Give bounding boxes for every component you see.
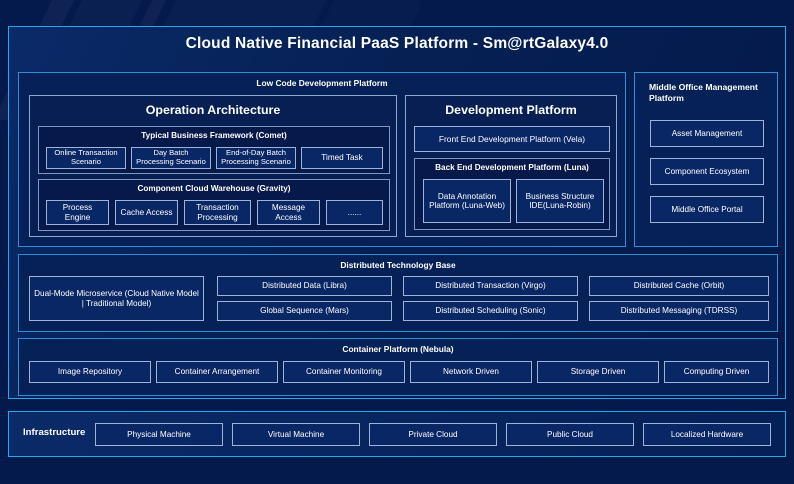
luna-title: Back End Development Platform (Luna) — [435, 163, 589, 172]
chip-dual-mode-microservice[interactable]: Dual-Mode Microservice (Cloud Native Mod… — [29, 276, 204, 321]
chip-physical-machine[interactable]: Physical Machine — [95, 423, 223, 446]
container-platform-title: Container Platform (Nebula) — [342, 344, 454, 354]
chip-computing-driven[interactable]: Computing Driven — [664, 361, 769, 383]
chip-container-arrangement[interactable]: Container Arrangement — [156, 361, 278, 383]
infrastructure-label: Infrastructure — [23, 427, 86, 438]
subpanel-development-platform[interactable]: Development Platform Front End Developme… — [405, 95, 617, 237]
chip-end-of-day-batch-processing-scenario[interactable]: End-of-Day Batch Processing Scenario — [216, 147, 296, 169]
panel-low-code-development-platform[interactable]: Low Code Development Platform Operation … — [18, 72, 626, 247]
chip-cache-access[interactable]: Cache Access — [115, 200, 178, 225]
chip-process-engine[interactable]: Process Engine — [46, 200, 109, 225]
distributed-technology-base-title: Distributed Technology Base — [340, 260, 456, 270]
chip-distributed-messaging[interactable]: Distributed Messaging (TDRSS) — [589, 301, 769, 321]
chip-timed-task[interactable]: Timed Task — [301, 147, 383, 169]
panel-middle-office-management-platform[interactable]: Middle Office Management Platform Asset … — [634, 72, 778, 247]
chip-public-cloud[interactable]: Public Cloud — [506, 423, 634, 446]
chip-container-monitoring[interactable]: Container Monitoring — [283, 361, 405, 383]
chip-component-ecosystem[interactable]: Component Ecosystem — [650, 158, 764, 185]
chip-front-end-development-platform[interactable]: Front End Development Platform (Vela) — [414, 126, 610, 152]
chip-transaction-processing[interactable]: Transaction Processing — [184, 200, 251, 225]
chip-global-sequence[interactable]: Global Sequence (Mars) — [217, 301, 392, 321]
operation-architecture-title: Operation Architecture — [145, 103, 281, 117]
group-back-end-development-platform[interactable]: Back End Development Platform (Luna) Dat… — [414, 158, 610, 230]
chip-virtual-machine[interactable]: Virtual Machine — [232, 423, 360, 446]
chip-private-cloud[interactable]: Private Cloud — [369, 423, 497, 446]
chip-distributed-transaction[interactable]: Distributed Transaction (Virgo) — [403, 276, 578, 296]
comet-title: Typical Business Framework (Comet) — [141, 131, 287, 140]
chip-localized-hardware[interactable]: Localized Hardware — [643, 423, 771, 446]
development-platform-title: Development Platform — [445, 103, 577, 117]
chip-image-repository[interactable]: Image Repository — [29, 361, 151, 383]
middle-office-title: Middle Office Management Platform — [649, 82, 758, 104]
chip-distributed-scheduling[interactable]: Distributed Scheduling (Sonic) — [403, 301, 578, 321]
group-component-cloud-warehouse[interactable]: Component Cloud Warehouse (Gravity) Proc… — [38, 179, 390, 231]
low-code-title: Low Code Development Platform — [256, 78, 388, 88]
chip-day-batch-processing-scenario[interactable]: Day Batch Processing Scenario — [131, 147, 211, 169]
panel-distributed-technology-base[interactable]: Distributed Technology Base Dual-Mode Mi… — [18, 254, 778, 332]
group-typical-business-framework[interactable]: Typical Business Framework (Comet) Onlin… — [38, 126, 390, 174]
subpanel-operation-architecture[interactable]: Operation Architecture Typical Business … — [29, 95, 397, 237]
gravity-title: Component Cloud Warehouse (Gravity) — [137, 184, 291, 193]
chip-asset-management[interactable]: Asset Management — [650, 120, 764, 147]
chip-message-access[interactable]: Message Access — [257, 200, 320, 225]
main-architecture-frame: Cloud Native Financial PaaS Platform - S… — [8, 26, 786, 399]
page-title: Cloud Native Financial PaaS Platform - S… — [185, 35, 609, 52]
chip-distributed-data[interactable]: Distributed Data (Libra) — [217, 276, 392, 296]
chip-distributed-cache[interactable]: Distributed Cache (Orbit) — [589, 276, 769, 296]
chip-more-ellipsis[interactable]: ...... — [326, 200, 383, 225]
chip-storage-driven[interactable]: Storage Driven — [537, 361, 659, 383]
panel-container-platform[interactable]: Container Platform (Nebula) Image Reposi… — [18, 338, 778, 396]
chip-business-structure-ide[interactable]: Business Structure IDE(Luna-Robin) — [516, 179, 604, 223]
chip-online-transaction-scenario[interactable]: Online Transaction Scenario — [46, 147, 126, 169]
chip-data-annotation-platform[interactable]: Data Annotation Platform (Luna-Web) — [423, 179, 511, 223]
panel-infrastructure[interactable]: Infrastructure Physical Machine Virtual … — [8, 411, 786, 457]
chip-middle-office-portal[interactable]: Middle Office Portal — [650, 196, 764, 223]
chip-network-driven[interactable]: Network Driven — [410, 361, 532, 383]
